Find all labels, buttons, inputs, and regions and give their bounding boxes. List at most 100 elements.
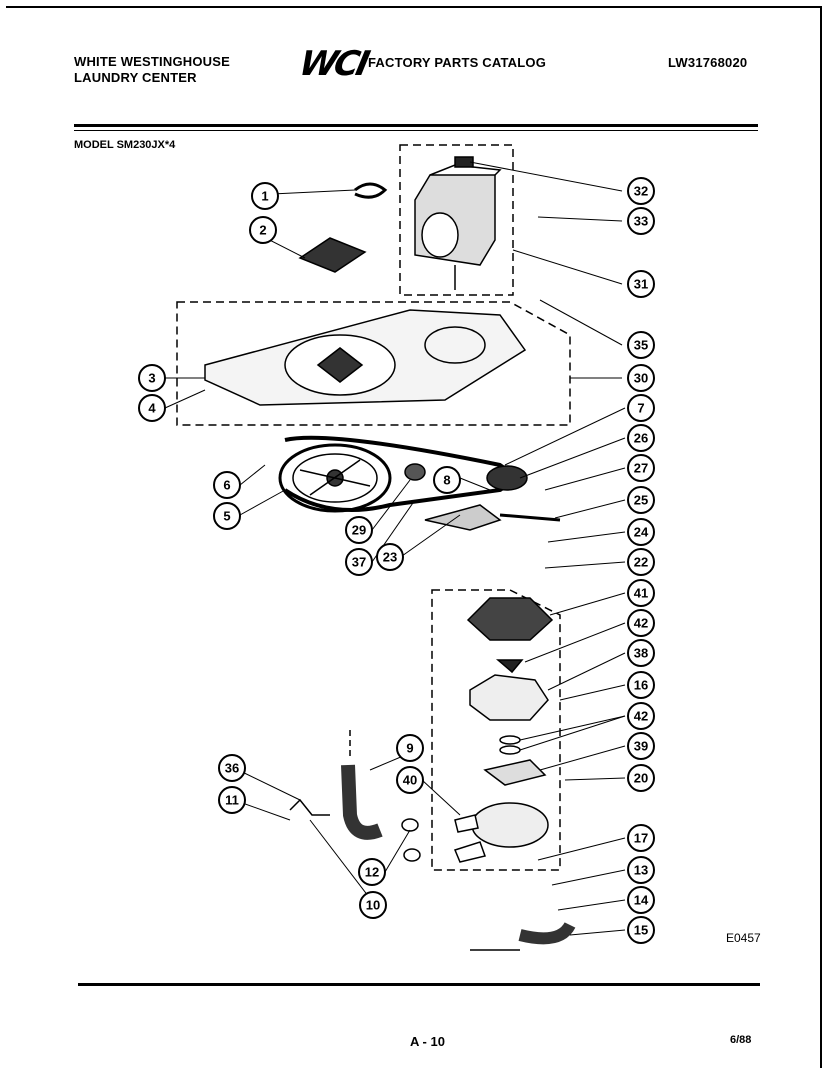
callout-24: 24 [627,518,655,546]
svg-text:3: 3 [148,371,155,386]
svg-text:36: 36 [225,761,239,776]
callout-17: 17 [627,824,655,852]
pump-cover [483,759,547,786]
pump-seal [495,659,524,674]
svg-text:30: 30 [634,371,648,386]
svg-text:13: 13 [634,863,648,878]
base-plate [204,309,527,406]
callout-4: 4 [138,394,166,422]
model-number: MODEL SM230JX*4 [74,139,176,151]
callout-42-upper: 42 [627,609,655,637]
motor-part [414,156,502,290]
pump-gasket [469,674,549,721]
callout-16: 16 [627,671,655,699]
callout-5: 5 [213,502,241,530]
callout-32: 32 [627,177,655,205]
motor-group-box [399,144,514,296]
motor-pulley [486,465,528,491]
callout-33: 33 [627,207,655,235]
svg-text:31: 31 [634,277,648,292]
svg-text:1: 1 [261,189,268,204]
pump-impeller [466,597,554,641]
callout-42-lower: 42 [627,702,655,730]
svg-text:17: 17 [634,831,648,846]
page-number: A - 10 [410,1034,445,1049]
part-ring [354,182,388,199]
callout-39: 39 [627,732,655,760]
callout-22: 22 [627,548,655,576]
callout-26: 26 [627,424,655,452]
header-left: WHITE WESTINGHOUSE LAUNDRY CENTER [74,54,230,86]
callout-13: 13 [627,856,655,884]
callout-14: 14 [627,886,655,914]
svg-text:11: 11 [225,793,239,808]
callout-12: 12 [358,858,386,886]
callout-35: 35 [627,331,655,359]
callout-31: 31 [627,270,655,298]
svg-text:38: 38 [634,646,648,661]
product-line: LAUNDRY CENTER [74,70,197,85]
callout-1: 1 [251,182,279,210]
callout-10: 10 [359,891,387,919]
footer-rule [78,983,760,986]
header-rule [74,124,758,127]
svg-text:7: 7 [637,401,644,416]
hose-clamp [401,818,419,832]
svg-text:5: 5 [223,509,230,524]
callout-38: 38 [627,639,655,667]
drain-hose [341,764,383,840]
svg-text:16: 16 [634,678,648,693]
svg-text:10: 10 [366,898,380,913]
svg-text:35: 35 [634,338,648,353]
svg-text:22: 22 [634,555,648,570]
svg-text:4: 4 [148,401,156,416]
svg-text:26: 26 [634,431,648,446]
callout-15: 15 [627,916,655,944]
outlet-hose [518,921,576,945]
svg-text:39: 39 [634,739,648,754]
idler-spring [499,513,561,522]
svg-text:41: 41 [634,586,648,601]
svg-text:33: 33 [634,214,648,229]
callout-11: 11 [218,786,246,814]
callout-group: 1 2 3 4 5 6 7 8 9 10 11 12 13 14 15 16 1… [138,177,655,944]
svg-text:12: 12 [365,865,379,880]
svg-text:40: 40 [403,773,417,788]
svg-text:20: 20 [634,771,648,786]
svg-text:6: 6 [223,478,230,493]
callout-8: 8 [433,466,461,494]
page-frame [6,6,822,1068]
callout-25: 25 [627,486,655,514]
idler-bracket [424,504,502,531]
catalog-title: FACTORY PARTS CATALOG [368,55,547,70]
header-rule-thin [74,130,758,131]
svg-text:25: 25 [634,493,648,508]
hose-clip [289,798,330,816]
diagram-code: E0457 [726,931,761,945]
catalog-number: LW31768020 [668,55,748,70]
svg-text:14: 14 [634,893,649,908]
brand-line: WHITE WESTINGHOUSE [74,54,230,69]
svg-text:15: 15 [634,923,648,938]
callout-9: 9 [396,734,424,762]
idler-pulley [404,463,426,481]
callout-37: 37 [345,548,373,576]
callout-41: 41 [627,579,655,607]
svg-text:42: 42 [634,709,648,724]
callout-2: 2 [249,216,277,244]
callout-3: 3 [138,364,166,392]
callout-40: 40 [396,766,424,794]
svg-text:23: 23 [383,550,397,565]
pump-group-box [431,589,561,871]
svg-text:8: 8 [443,473,450,488]
callout-7: 7 [627,394,655,422]
callout-36: 36 [218,754,246,782]
svg-text:27: 27 [634,461,648,476]
svg-text:2: 2 [259,223,266,238]
pump-body [471,802,549,848]
revision-date: 6/88 [730,1034,752,1046]
callout-6: 6 [213,471,241,499]
callout-29: 29 [345,516,373,544]
callout-30: 30 [627,364,655,392]
